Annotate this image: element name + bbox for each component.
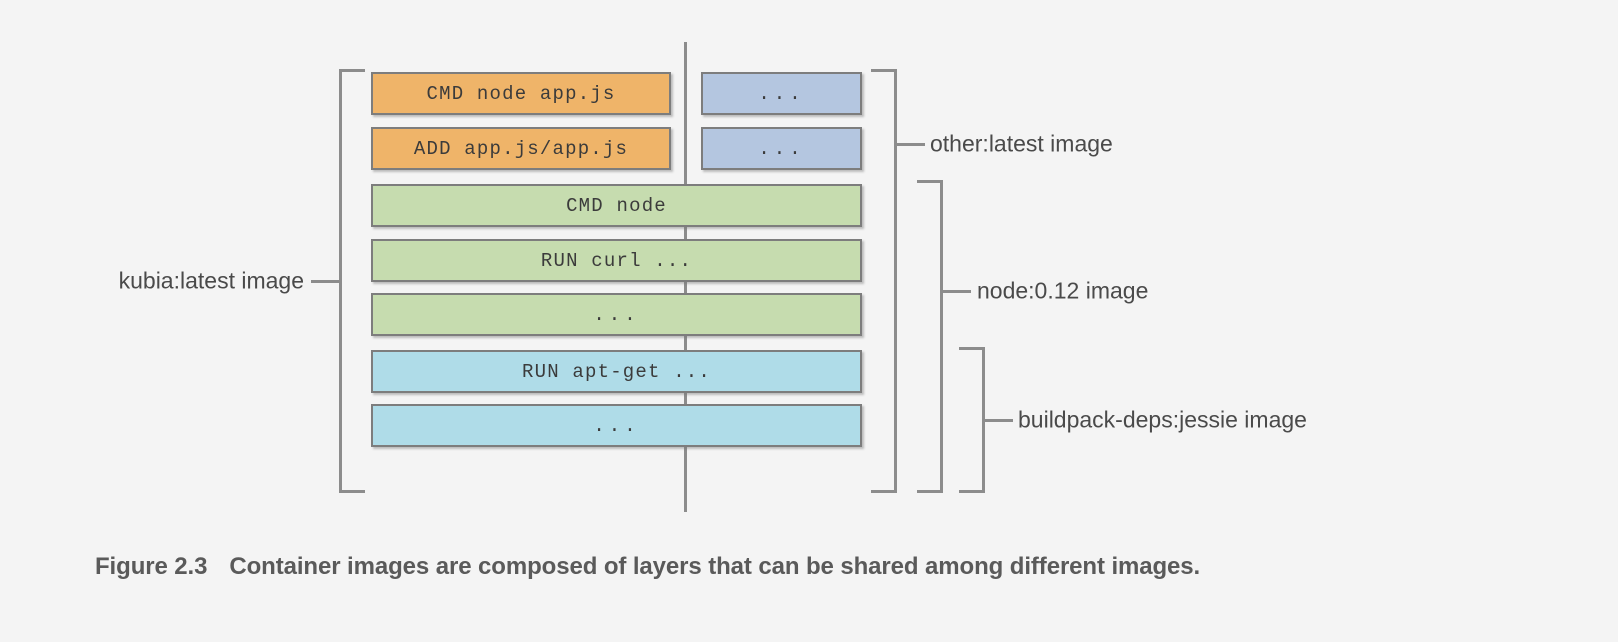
bracket-label-tick: [311, 279, 339, 283]
label-node-012-image: node:0.12 image: [977, 277, 1149, 304]
bracket-other-latest: [871, 69, 925, 493]
bracket-top-cap: [339, 69, 365, 72]
bracket-top-cap: [959, 347, 985, 350]
figure-caption: Figure 2.3 Container images are composed …: [95, 553, 1200, 581]
bracket-label-tick: [985, 419, 1013, 422]
layer-run-curl[interactable]: RUN curl ...: [371, 239, 862, 282]
layer-label: ...: [593, 414, 640, 437]
bracket-bottom-cap: [959, 490, 985, 493]
bracket-kubia-latest: [311, 69, 365, 493]
figure-caption-number: Figure 2.3: [95, 553, 208, 580]
bracket-bottom-cap: [917, 490, 943, 493]
layer-blue-ellipsis[interactable]: ...: [371, 404, 862, 447]
layer-label: RUN curl ...: [540, 249, 693, 272]
layer-label: ...: [758, 137, 805, 160]
bracket-vertical-bar: [982, 347, 985, 493]
bracket-top-cap: [917, 180, 943, 183]
layer-cmd-node-appjs[interactable]: CMD node app.js: [371, 72, 671, 115]
layer-add-appjs[interactable]: ADD app.js/app.js: [371, 127, 671, 170]
layer-label: ...: [758, 82, 805, 105]
bracket-label-tick: [943, 290, 971, 293]
bracket-top-cap: [871, 69, 897, 72]
label-kubia-latest-image: kubia:latest image: [118, 267, 304, 294]
bracket-bottom-cap: [339, 490, 365, 493]
bracket-vertical-bar: [894, 69, 897, 493]
layer-other-ellipsis-bottom[interactable]: ...: [701, 127, 862, 170]
bracket-bottom-cap: [871, 490, 897, 493]
layer-label: ADD app.js/app.js: [413, 137, 629, 160]
layer-label: CMD node app.js: [426, 82, 616, 105]
bracket-vertical-bar: [940, 180, 943, 493]
label-buildpack-deps-jessie-image: buildpack-deps:jessie image: [1018, 406, 1307, 433]
layer-run-apt-get[interactable]: RUN apt-get ...: [371, 350, 862, 393]
layer-label: CMD node: [566, 194, 667, 217]
bracket-buildpack-deps-jessie: [959, 347, 1013, 493]
layer-cmd-node[interactable]: CMD node: [371, 184, 862, 227]
layer-label: RUN apt-get ...: [521, 360, 712, 383]
bracket-label-tick: [897, 143, 925, 146]
layer-other-ellipsis-top[interactable]: ...: [701, 72, 862, 115]
label-other-latest-image: other:latest image: [930, 130, 1113, 157]
bracket-vertical-bar: [339, 69, 342, 493]
layer-green-ellipsis[interactable]: ...: [371, 293, 862, 336]
layer-label: ...: [593, 303, 640, 326]
figure-caption-text: Container images are composed of layers …: [229, 553, 1201, 580]
bracket-node-012: [917, 180, 971, 493]
